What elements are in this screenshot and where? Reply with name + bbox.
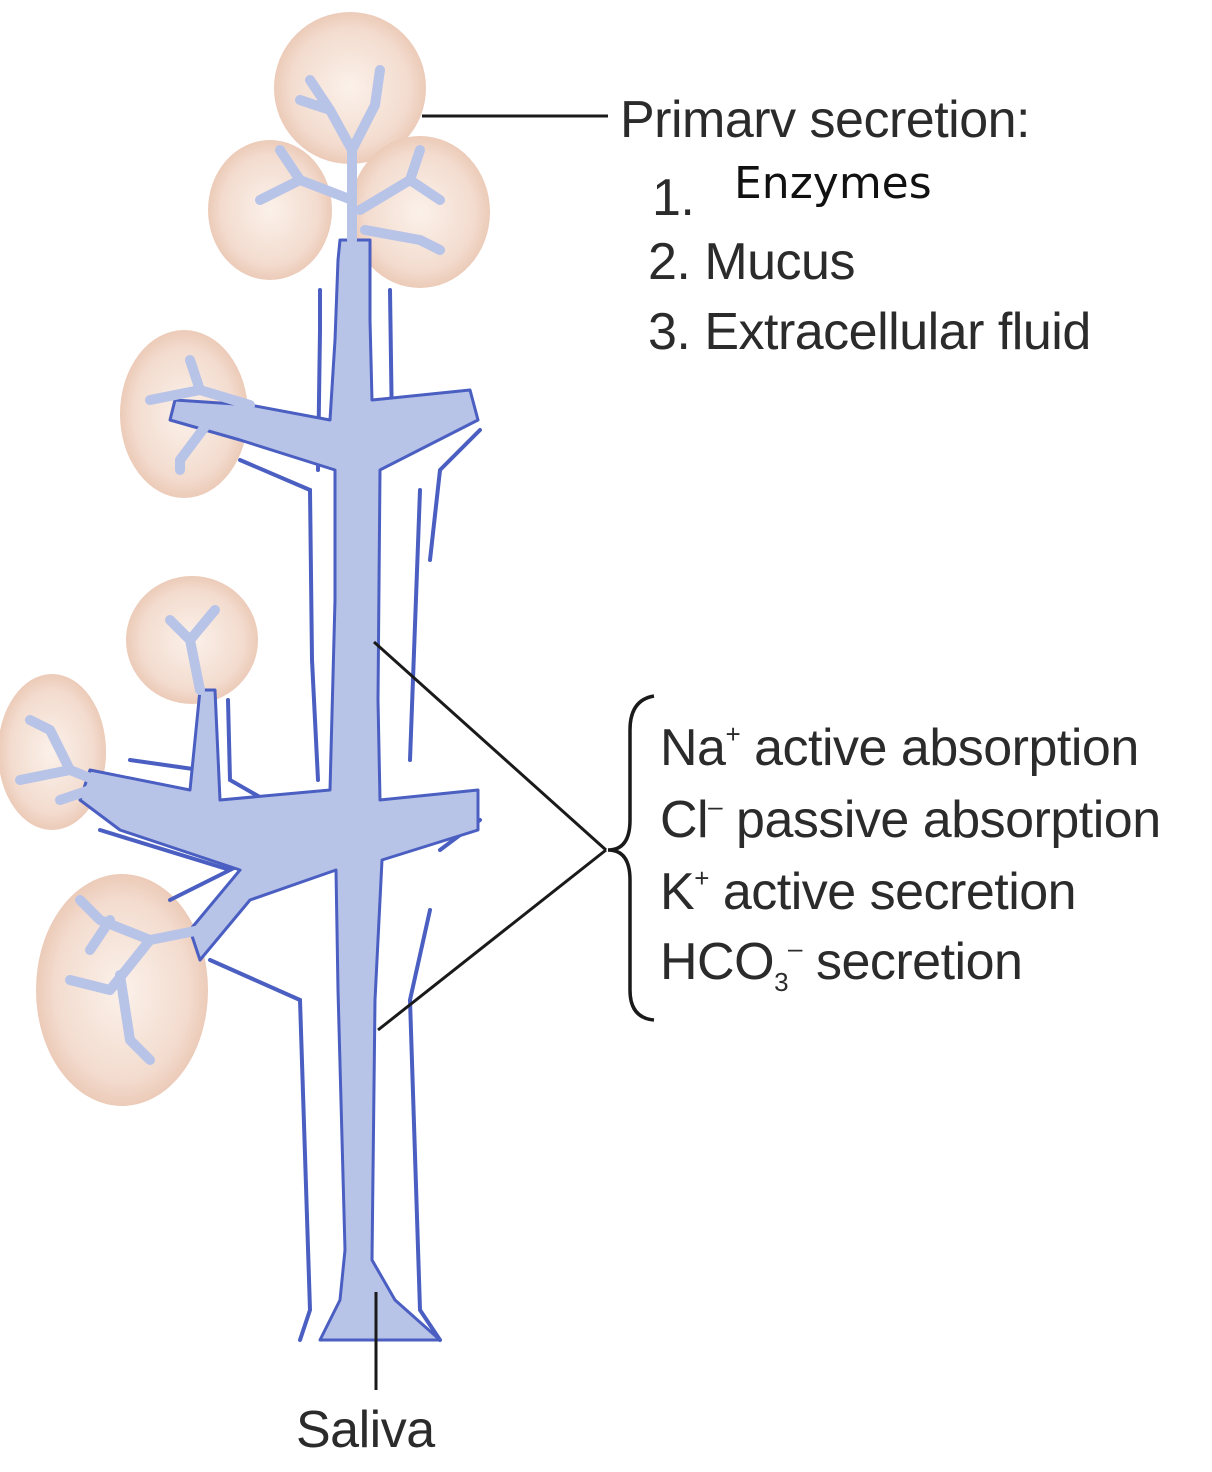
cl-absorption-label: Cl– passive absorption (660, 790, 1161, 850)
primary-item-1-number: 1. (652, 169, 695, 227)
acinus-upper-right (350, 136, 490, 288)
na-charge: + (725, 719, 741, 749)
primary-item-1-enzymes: Enzymes (734, 158, 932, 209)
duct-system (78, 238, 480, 1342)
k-charge: + (694, 863, 709, 893)
cl-ion: Cl (660, 791, 709, 849)
saliva-label: Saliva (296, 1401, 435, 1459)
acinus-top (274, 12, 426, 164)
na-text: active absorption (740, 719, 1139, 777)
leader-lines (372, 114, 655, 1390)
primary-item-3-extracellular-fluid: 3. Extracellular fluid (648, 303, 1091, 361)
primary-secretion-title: Primarv secretion: (620, 91, 1031, 149)
hco-charge: – (788, 933, 802, 963)
hco3-secretion-label: HCO3 – secretion (660, 932, 1023, 995)
duct-leader-lower (377, 848, 607, 1032)
main-duct (78, 238, 480, 1342)
curly-brace (607, 694, 655, 1022)
duct-leader-upper (372, 640, 608, 852)
acinus-upper-left (208, 140, 332, 280)
cl-charge: – (708, 791, 723, 821)
k-secretion-label: K+ active secretion (660, 862, 1077, 922)
hco-text: secretion (802, 933, 1023, 991)
duct-branch-tips (15, 65, 445, 1065)
primary-item-2-mucus: 2. Mucus (648, 233, 855, 291)
k-ion: K (660, 863, 695, 921)
k-text: active secretion (708, 863, 1077, 921)
na-absorption-label: Na+ active absorption (660, 718, 1139, 778)
hco-ion: HCO (660, 933, 775, 991)
hco-subscript: 3 (774, 967, 789, 997)
cl-text: passive absorption (722, 791, 1161, 849)
na-ion: Na (660, 719, 726, 777)
